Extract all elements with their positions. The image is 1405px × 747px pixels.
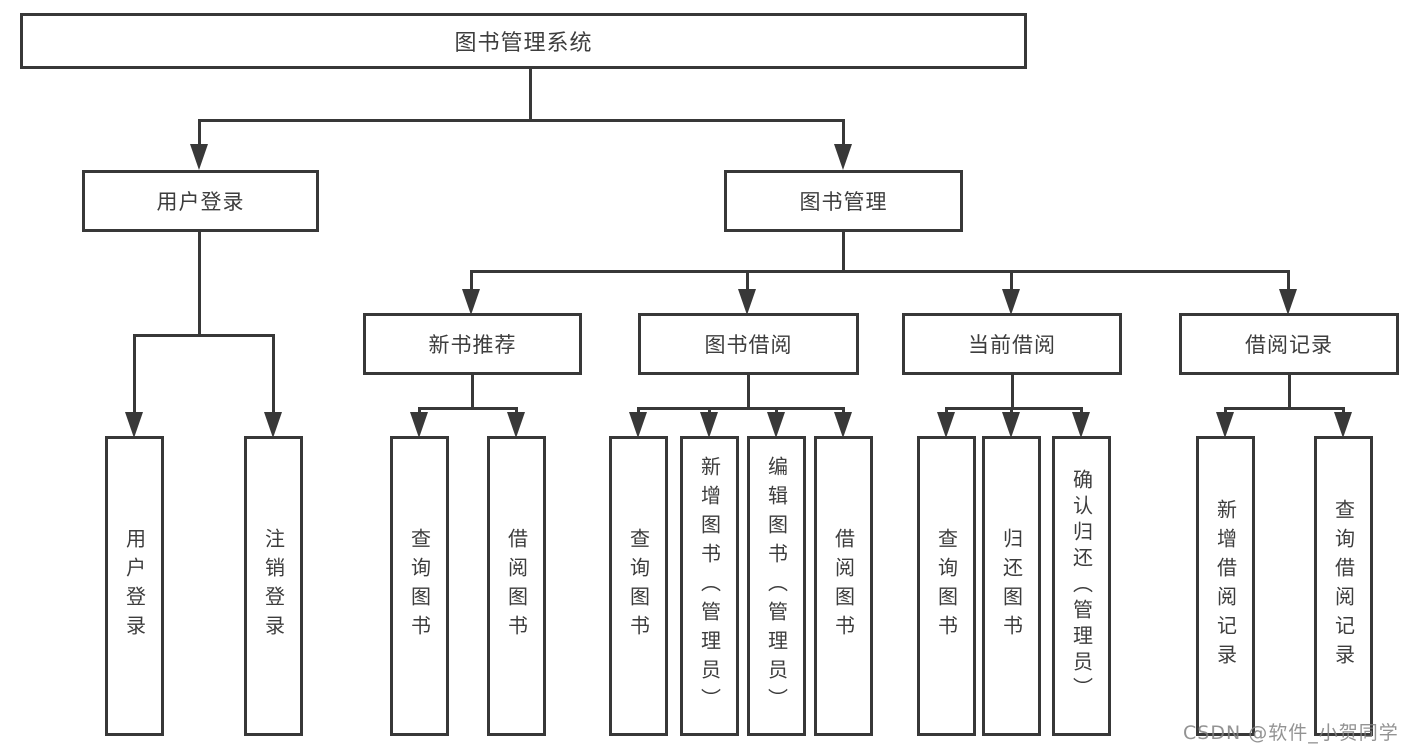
leaf-add-books-admin: 新增图书（管理员） — [680, 436, 739, 736]
node-current-borrowing: 当前借阅 — [902, 313, 1122, 375]
arrow-down-icon — [738, 289, 756, 315]
node-borrowing-records: 借阅记录 — [1179, 313, 1399, 375]
arrow-down-icon — [190, 144, 208, 170]
leaf-query-books: 查询图书 — [390, 436, 449, 736]
watermark-text: CSDN @软件_小贺同学 — [1183, 722, 1399, 744]
connector-line — [470, 270, 1289, 273]
node-library-management-system: 图书管理系统 — [20, 13, 1027, 69]
node-new-book-recommendation: 新书推荐 — [363, 313, 582, 375]
leaf-query-books-3: 查询图书 — [917, 436, 976, 736]
arrow-down-icon — [834, 412, 852, 438]
connector-line — [1224, 407, 1345, 410]
connector-line — [1288, 375, 1291, 410]
arrow-down-icon — [462, 289, 480, 315]
arrow-down-icon — [125, 412, 143, 438]
connector-line — [272, 334, 275, 414]
arrow-down-icon — [410, 412, 428, 438]
connector-line — [133, 334, 275, 337]
leaf-borrow-books: 借阅图书 — [487, 436, 546, 736]
arrow-down-icon — [834, 144, 852, 170]
connector-line — [418, 407, 518, 410]
connector-line — [746, 270, 749, 292]
connector-line — [945, 407, 1083, 410]
connector-line — [747, 375, 750, 410]
connector-line — [1010, 270, 1013, 292]
connector-line — [842, 119, 845, 149]
arrow-down-icon — [1334, 412, 1352, 438]
arrow-down-icon — [700, 412, 718, 438]
leaf-borrow-books-2: 借阅图书 — [814, 436, 873, 736]
connector-line — [470, 270, 473, 292]
leaf-user-login: 用户登录 — [105, 436, 164, 736]
arrow-down-icon — [629, 412, 647, 438]
connector-line — [471, 375, 474, 410]
arrow-down-icon — [1216, 412, 1234, 438]
connector-line — [529, 69, 532, 122]
connector-line — [133, 334, 136, 414]
node-book-borrowing: 图书借阅 — [638, 313, 859, 375]
arrow-down-icon — [1002, 289, 1020, 315]
leaf-query-borrow-record: 查询借阅记录 — [1314, 436, 1373, 736]
connector-line — [637, 407, 845, 410]
node-book-management: 图书管理 — [724, 170, 963, 232]
arrow-down-icon — [507, 412, 525, 438]
leaf-logout-login: 注销登录 — [244, 436, 303, 736]
connector-line — [198, 119, 845, 122]
node-user-login: 用户登录 — [82, 170, 319, 232]
arrow-down-icon — [264, 412, 282, 438]
arrow-down-icon — [1072, 412, 1090, 438]
connector-line — [198, 232, 201, 337]
arrow-down-icon — [1002, 412, 1020, 438]
leaf-add-borrow-record: 新增借阅记录 — [1196, 436, 1255, 736]
connector-line — [1011, 375, 1014, 410]
leaf-confirm-return-admin: 确认归还（管理员） — [1052, 436, 1111, 736]
leaf-query-books-2: 查询图书 — [609, 436, 668, 736]
arrow-down-icon — [1279, 289, 1297, 315]
arrow-down-icon — [937, 412, 955, 438]
connector-line — [198, 119, 201, 149]
connector-line — [1287, 270, 1290, 292]
leaf-edit-books-admin: 编辑图书（管理员） — [747, 436, 806, 736]
arrow-down-icon — [767, 412, 785, 438]
leaf-return-books: 归还图书 — [982, 436, 1041, 736]
connector-line — [842, 232, 845, 273]
